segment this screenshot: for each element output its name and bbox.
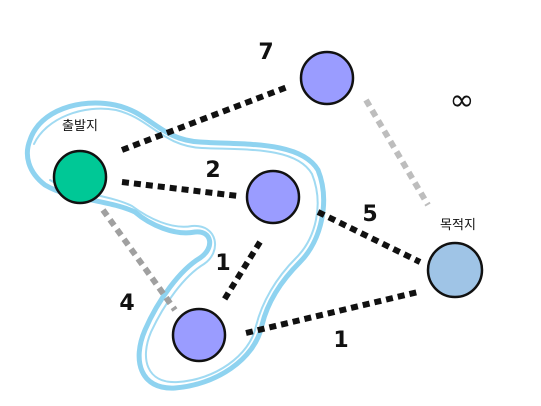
- destination-node: [426, 241, 484, 299]
- edge-weight-middle-to-bottom: 1: [215, 251, 230, 276]
- edge-top-to-destination: [363, 98, 431, 207]
- edge-start-to-bottom: [100, 208, 178, 312]
- middle-node: [245, 169, 301, 225]
- edge-middle-to-destination: [316, 209, 422, 265]
- visited-region-outline: [24, 100, 326, 391]
- visited-region-outline-sketch: [33, 107, 319, 384]
- edge-weight-start-to-top: 7: [258, 40, 273, 65]
- edge-weight-middle-to-destination: 5: [362, 202, 377, 227]
- infinity-distance-label: ∞: [450, 83, 475, 118]
- bottom-node: [171, 307, 227, 363]
- edge-weight-start-to-middle: 2: [205, 158, 220, 183]
- edge-weight-bottom-to-destination: 1: [333, 328, 348, 353]
- edge-start-to-top: [120, 83, 292, 153]
- edge-start-to-middle: [121, 179, 239, 199]
- start-node-label: 출발지: [62, 119, 98, 134]
- destination-node-label: 목적지: [440, 218, 476, 233]
- top-node: [299, 50, 355, 106]
- start-node: [52, 149, 108, 205]
- edge-weight-start-to-bottom: 4: [119, 291, 134, 316]
- edge-bottom-to-destination: [245, 289, 419, 336]
